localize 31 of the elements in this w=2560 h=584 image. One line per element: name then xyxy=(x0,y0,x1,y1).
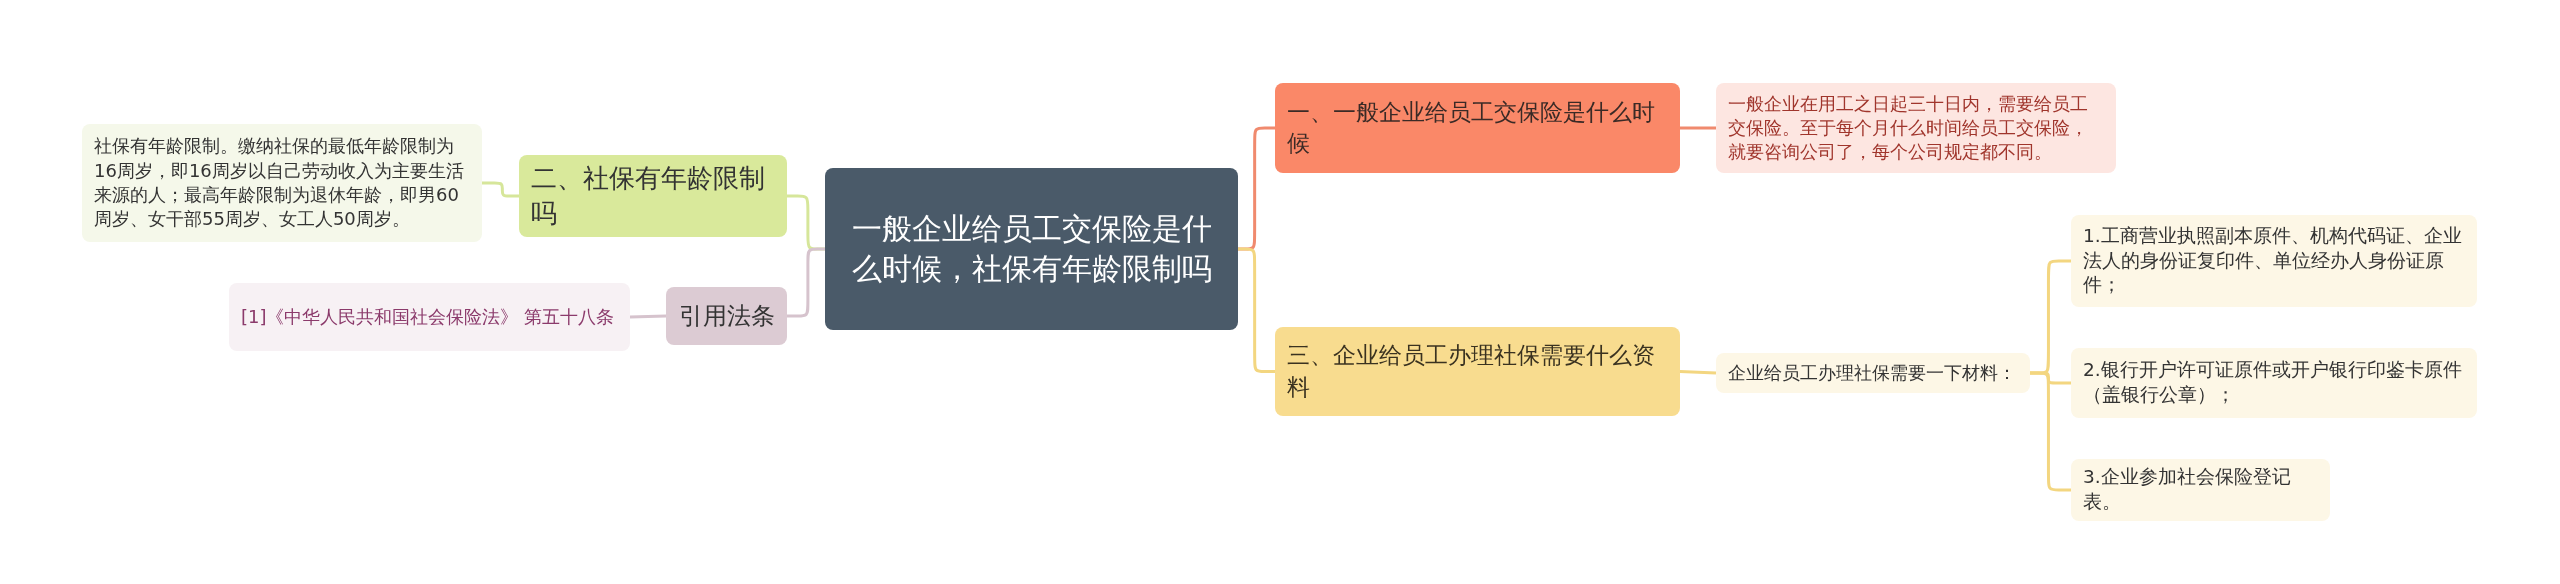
topic-text: 引用法条 xyxy=(678,300,775,332)
branch-topic xyxy=(519,155,787,238)
topic-text: [1]《中华人民共和国社会保险法》 第五十八条 xyxy=(241,304,615,329)
topic-text: 3.企业参加社会保险登记表。 xyxy=(2083,465,2292,514)
central-topic xyxy=(825,168,1238,330)
connector-line xyxy=(787,247,826,318)
topic-text: 企业给员工办理社保需要一下材料： xyxy=(1728,360,2016,385)
topic-text: 一般企业在用工之日起三十日内，需要给员工交保险。至于每个月什么时间给员工交保险，就要咨询公司了，每个公司规定都不同。 xyxy=(1728,91,2089,165)
connector-line xyxy=(1237,247,1275,373)
topic-text: 三、企业给员工办理社保需要什么资料 xyxy=(1287,341,1656,402)
topic-box xyxy=(2071,459,2330,521)
topic-box xyxy=(2071,348,2477,418)
connector-line xyxy=(2029,371,2071,492)
topic-box xyxy=(229,283,630,351)
branch-topic xyxy=(666,287,787,345)
topic-text: 1.工商营业执照副本原件、机构代码证、企业法人的身份证复印件、单位经办人身份证原件； xyxy=(2083,223,2463,298)
connector-line xyxy=(482,181,519,198)
topic-box xyxy=(2071,215,2477,307)
topic-text: 一般企业给员工交保险是什么时候，社保有年龄限制吗 xyxy=(850,209,1213,288)
topic-text: 2.银行开户许可证原件或开户银行印鉴卡原件（盖银行公章）； xyxy=(2083,358,2463,407)
branch-topic xyxy=(1275,327,1680,416)
topic-text: 一、一般企业给员工交保险是什么时候 xyxy=(1287,97,1656,158)
topic-box xyxy=(1716,353,2030,393)
topic-text: 社保有年龄限制。缴纳社保的最低年龄限制为16周岁，即16周岁以自己劳动收入为主要生活来源的人；最高年龄限制为退休年龄，即男60周岁、女干部55周岁、女工人50周岁。 xyxy=(94,134,465,232)
connector-line xyxy=(629,314,667,319)
topic-box xyxy=(1716,83,2116,173)
connector-line xyxy=(1680,126,1716,130)
connector-line xyxy=(1679,370,1717,375)
branch-topic xyxy=(1275,83,1680,173)
topic-text: 二、社保有年龄限制吗 xyxy=(531,162,766,231)
topic-box xyxy=(82,124,482,242)
